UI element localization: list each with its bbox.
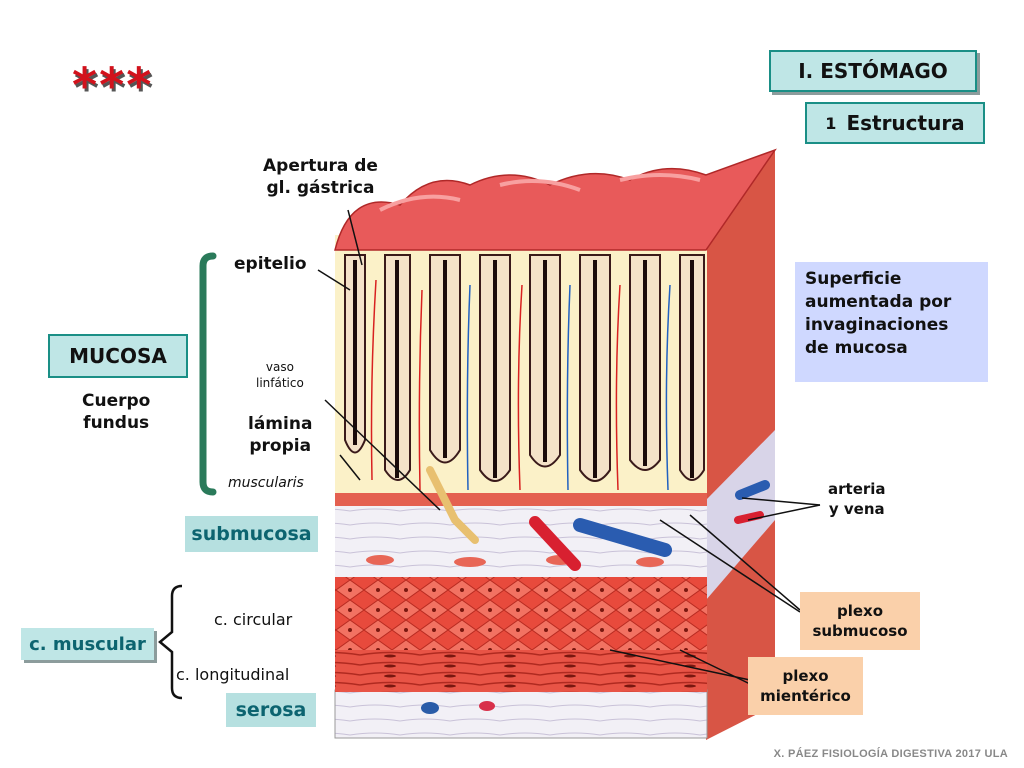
label-lamina: lámina <box>248 414 313 434</box>
plexo-mienterico-box: plexo mientérico <box>748 657 863 715</box>
subtitle-box: 1 Estructura <box>805 102 985 144</box>
label-apertura: Apertura de gl. gástrica <box>263 155 378 199</box>
label-c-muscular: c. muscular <box>29 633 146 655</box>
label-cuerpo: Cuerpo <box>82 391 151 411</box>
note-line4: de mucosa <box>805 337 908 358</box>
label-plexo-mien1: plexo <box>782 666 829 685</box>
label-plexo-mien2: mientérico <box>760 687 851 705</box>
page-title: I. ESTÓMAGO <box>798 59 948 83</box>
label-vaso-linfatico: vaso linfático <box>256 360 304 391</box>
label-plexo-sub1: plexo <box>836 601 884 620</box>
label-apertura-line2: gl. gástrica <box>266 178 375 199</box>
label-propia: propia <box>249 436 312 457</box>
label-vaso: vaso <box>265 360 294 374</box>
label-apertura-line1: Apertura de <box>263 156 378 176</box>
label-y-vena: y vena <box>828 499 885 518</box>
c-muscular-box: c. muscular <box>21 628 154 660</box>
decor-stars: *** <box>72 58 154 114</box>
submucosa-box: submucosa <box>185 516 318 552</box>
credit-text: X. PÁEZ FISIOLOGÍA DIGESTIVA 2017 ULA <box>773 748 1008 760</box>
label-epitelio: epitelio <box>234 254 307 274</box>
serosa-box: serosa <box>226 693 316 727</box>
title-box: I. ESTÓMAGO <box>769 50 977 92</box>
mucosa-box: MUCOSA <box>48 334 188 378</box>
label-plexo-sub2: submucoso <box>812 622 908 640</box>
label-muscularis: muscularis <box>228 475 304 491</box>
label-c-circular: c. circular <box>214 610 293 629</box>
label-fundus: fundus <box>83 413 150 434</box>
label-cuerpo-fundus: Cuerpo fundus <box>82 390 150 434</box>
label-submucosa: submucosa <box>191 523 312 545</box>
label-arteria: arteria <box>828 480 886 498</box>
note-line2: aumentada por <box>805 291 952 312</box>
label-lamina-propia: lámina propia <box>248 413 312 457</box>
subtitle-text: Estructura <box>846 111 965 135</box>
label-serosa: serosa <box>235 699 307 721</box>
label-c-longitudinal: c. longitudinal <box>176 665 290 684</box>
note-line1: Superficie <box>805 269 902 289</box>
plexo-submucoso-box: plexo submucoso <box>800 592 920 650</box>
note-box: Superficie aumentada por invaginaciones … <box>795 262 988 382</box>
subtitle-number: 1 <box>825 113 837 133</box>
label-arteria-vena: arteria y vena <box>828 480 886 519</box>
label-linfatico: linfático <box>256 375 304 390</box>
label-mucosa: MUCOSA <box>69 344 167 368</box>
note-line3: invaginaciones <box>805 314 949 335</box>
